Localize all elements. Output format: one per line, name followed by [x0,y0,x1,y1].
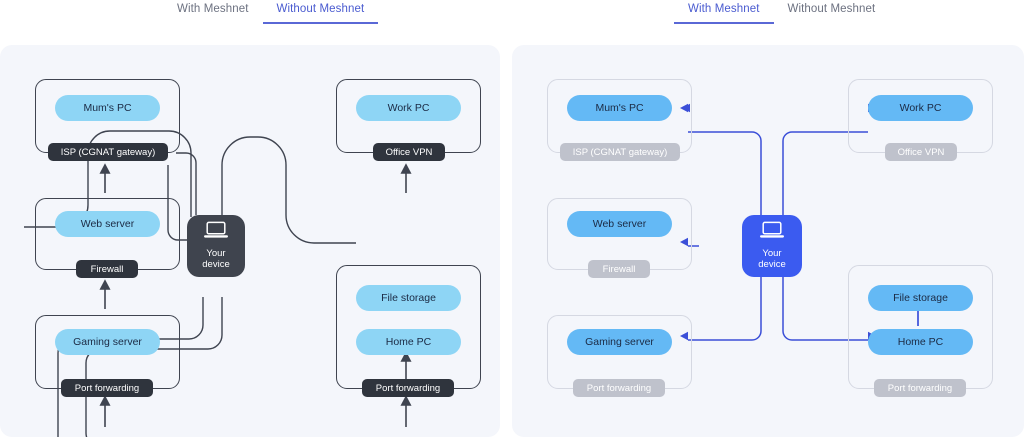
tag-isp-cgnat-gateway: ISP (CGNAT gateway) [48,143,168,161]
node-file-storage-with[interactable]: File storage [868,285,973,311]
tabs-right: With Meshnet Without Meshnet [674,0,889,24]
your-device-label-with: Your device [758,247,786,271]
node-mums-pc[interactable]: Mum's PC [55,95,160,121]
tab-without-meshnet-left[interactable]: Without Meshnet [262,0,379,24]
tag-port-forwarding-home: Port forwarding [362,379,454,397]
your-device-node-with[interactable]: Your device [742,215,802,277]
tab-without-meshnet-right[interactable]: Without Meshnet [787,3,876,15]
group-home-pc [336,265,481,389]
tag-isp-cgnat-gateway-with: ISP (CGNAT gateway) [560,143,680,161]
laptop-icon [203,221,229,243]
tag-firewall-with: Firewall [588,260,650,278]
node-web-server[interactable]: Web server [55,211,160,237]
node-mums-pc-with[interactable]: Mum's PC [567,95,672,121]
group-home-pc-with [848,265,993,389]
tag-office-vpn: Office VPN [373,143,445,161]
your-device-label: Your device [202,247,230,271]
tag-port-forwarding-gaming: Port forwarding [61,379,153,397]
laptop-icon-with [759,221,785,243]
panel-with-meshnet: Mum's PC ISP (CGNAT gateway) Web server … [512,45,1024,437]
tab-with-meshnet-right[interactable]: With Meshnet [674,0,774,24]
node-work-pc[interactable]: Work PC [356,95,461,121]
tabs-left: With Meshnet Without Meshnet [163,0,379,24]
node-gaming-server[interactable]: Gaming server [55,329,160,355]
tag-port-forwarding-gaming-with: Port forwarding [573,379,665,397]
tab-with-meshnet-left[interactable]: With Meshnet [177,3,249,15]
node-home-pc-with[interactable]: Home PC [868,329,973,355]
node-file-storage[interactable]: File storage [356,285,461,311]
your-device-node-without[interactable]: Your device [187,215,245,277]
node-work-pc-with[interactable]: Work PC [868,95,973,121]
tag-firewall: Firewall [76,260,138,278]
tag-port-forwarding-home-with: Port forwarding [874,379,966,397]
node-gaming-server-with[interactable]: Gaming server [567,329,672,355]
tag-office-vpn-with: Office VPN [885,143,957,161]
node-web-server-with[interactable]: Web server [567,211,672,237]
node-home-pc[interactable]: Home PC [356,329,461,355]
panel-without-meshnet: Mum's PC ISP (CGNAT gateway) Web server … [0,45,500,437]
